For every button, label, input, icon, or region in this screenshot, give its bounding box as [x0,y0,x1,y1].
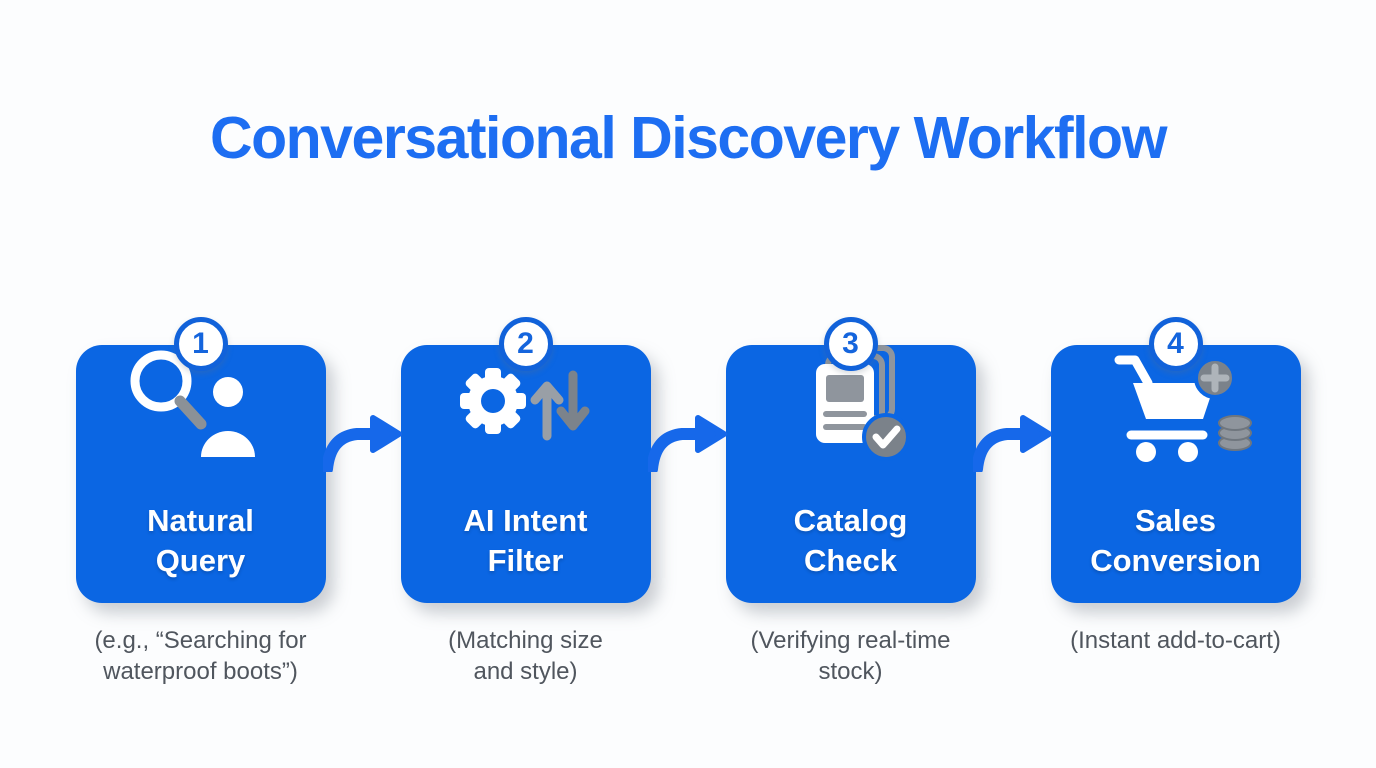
step-ai-intent-filter: 2 AI Intent Filter (Matching size and s [400,305,651,687]
step-caption: (Instant add-to-cart) [1070,627,1281,654]
step-label: AI Intent Filter [463,503,588,578]
step-card: 4 Sales Conversion [1050,317,1301,603]
step-number-badge: 1 [173,317,228,371]
cart-add-icon [1114,355,1252,462]
flow-arrow-icon [973,415,1052,472]
catalog-check-icon [815,345,910,461]
step-card: 1 Natural Query [75,317,326,603]
step-card: 3 Catalog Check [725,317,976,603]
step-catalog-check: 3 Catalog Check (Verifying real-time sto… [725,305,976,687]
step-label: Sales Conversion [1090,503,1261,578]
step-card: 2 AI Intent Filter [400,317,651,603]
flow-arrow-icon [323,415,402,472]
step-number-badge: 4 [1148,317,1203,371]
step-number-badge: 2 [498,317,553,371]
page-title: Conversational Discovery Workflow [210,105,1167,171]
step-number-badge: 3 [823,317,878,371]
step-sales-conversion: 4 Sales Conversion (Ins [1050,305,1301,687]
step-caption: (Matching size and style) [448,627,603,685]
flow-arrow-icon [648,415,727,472]
step-caption: (Verifying real-time stock) [750,627,951,685]
step-label: Catalog Check [793,503,908,578]
gear-sort-icon [459,368,589,441]
workflow-steps: 1 Natural Query (e.g., “Searching for wa… [0,305,1376,687]
step-label: Natural Query [147,503,254,578]
step-caption: (e.g., “Searching for waterproof boots”) [94,627,307,685]
step-natural-query: 1 Natural Query (e.g., “Searching for wa… [75,305,326,687]
search-user-icon [130,350,255,457]
